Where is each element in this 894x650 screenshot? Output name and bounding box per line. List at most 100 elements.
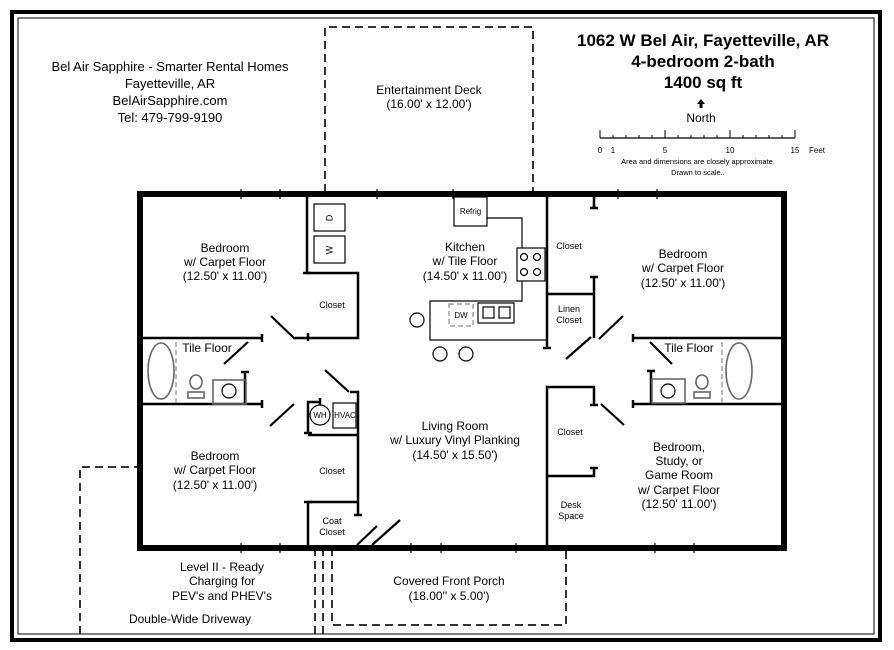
room-name: Kitchen [445,240,485,254]
scale-note-1: Area and dimensions are closely approxim… [621,157,775,166]
scale-tick-10: 10 [726,146,735,155]
room-dims: (12.50' 11.00') [641,497,716,511]
door-utility[interactable] [324,369,350,393]
door-bath-w[interactable] [223,341,249,365]
north-label: North [686,111,715,125]
room-living: Living Room w/ Luxury Vinyl Planking (14… [389,419,520,462]
dishwasher-label: DW [454,311,468,320]
inner-border [17,17,875,635]
stove-icon [516,247,546,282]
linen-closet-label-2: Closet [556,315,582,325]
room-name: Covered Front Porch [393,574,504,588]
closet-sw-label: Closet [319,466,345,476]
room-line1: Bedroom, [653,440,705,454]
room-bedroom-sw: Bedroom w/ Carpet Floor (12.50' x 11.00'… [173,449,257,492]
room-floor: w/ Carpet Floor [173,463,256,477]
interior-walls [143,197,781,545]
room-floor: w/ Carpet Floor [641,261,724,275]
water-heater-label: WH [313,411,327,420]
room-bedroom-ne: Bedroom w/ Carpet Floor (12.50' x 11.00'… [641,247,725,290]
door-linen[interactable] [565,336,592,360]
company-website[interactable]: BelAirSapphire.com [113,93,228,108]
scale-tick-1: 1 [611,146,616,155]
desk-space-label-2: Space [558,511,584,521]
bath-w-floor-label: Tile Floor [182,341,232,355]
stool-icon [432,346,448,362]
toilet-icon [187,374,205,399]
room-dims: (14.50' x 11.00') [423,269,507,283]
sink-vanity-icon [212,379,247,405]
coat-closet-label-1: Coat [322,516,342,526]
closet-se-label: Closet [557,427,583,437]
charging-line3: PEV's and PHEV's [172,589,272,603]
room-bedroom-nw: Bedroom w/ Carpet Floor (12.50' x 11.00'… [183,241,267,283]
property-area: 1400 sq ft [664,73,743,92]
room-dims: (12.50' x 11.00') [183,269,267,283]
north-arrow-icon [697,99,705,108]
toilet-icon [693,374,711,399]
refrigerator-icon [453,196,488,227]
room-kitchen: Kitchen w/ Tile Floor (14.50' x 11.00') [423,240,507,283]
refrigerator-label: Refrig [460,207,481,216]
room-name: Bedroom [191,449,240,463]
front-door-2[interactable] [371,519,401,546]
dishwasher-icon [448,303,474,327]
company-city: Fayetteville, AR [125,76,215,91]
door-bath-e[interactable] [649,341,673,365]
property-layout: 4-bedroom 2-bath [631,52,775,71]
scale-bar [599,130,796,139]
deck-name: Entertainment Deck [376,83,482,97]
scale-tick-0: 0 [598,146,603,155]
room-dims: (12.50' x 11.00') [641,276,725,290]
door-bedroom-nw[interactable] [270,315,296,340]
closet-kitchen-label: Closet [556,241,582,251]
kitchen-island-counter [429,281,547,341]
driveway-label: Double-Wide Driveway [129,612,251,626]
room-porch: Covered Front Porch (18.00'' x 5.00') [393,574,504,603]
scale-unit: Feet [809,146,826,155]
driveway-outline [79,466,138,634]
room-floor: w/ Carpet Floor [183,255,266,269]
door-bedroom-sw[interactable] [269,403,295,427]
outer-border [10,10,882,642]
room-dims: (14.50' x 15.50') [412,448,497,462]
bathtub-icon [147,342,175,400]
hvac-icon [332,402,357,429]
room-floor: w/ Luxury Vinyl Planking [389,433,520,447]
bath-e-floor-label: Tile Floor [664,341,714,355]
scale-tick-15: 15 [791,146,800,155]
scale-tick-5: 5 [663,146,668,155]
linen-closet-label-1: Linen [558,304,580,314]
property-title: 1062 W Bel Air, Fayetteville, AR 4-bedro… [577,31,829,92]
room-floor: w/ Tile Floor [432,254,498,268]
room-dims: (18.00'' x 5.00') [409,589,490,603]
stool-icon [458,346,474,362]
bathtub-icon [725,342,753,400]
room-name: Bedroom [659,247,708,261]
scale-note-2: Drawn to scale.. [671,168,725,177]
front-door-1[interactable] [356,525,378,546]
washer-label: W [325,245,335,254]
property-address: 1062 W Bel Air, Fayetteville, AR [577,31,829,50]
coat-closet-label-2: Closet [319,527,345,537]
room-name: Living Room [422,419,489,433]
charging-line1: Level II - Ready [180,560,264,574]
doors [223,315,673,546]
water-heater-icon [309,404,331,426]
desk-space-label-1: Desk [561,500,582,510]
dryer-icon [313,203,346,232]
company-phone: Tel: 479-799-9190 [118,110,223,125]
sink-vanity-icon [651,378,686,404]
door-bedroom-ne[interactable] [598,315,624,340]
door-bedroom-se[interactable] [600,403,625,426]
room-name: Bedroom [201,241,250,255]
compass: North [686,99,716,125]
charging-line2: Charging for [189,574,255,588]
room-line3: Game Room [645,468,713,482]
entertainment-deck-outline [324,26,534,192]
exterior-walls [137,191,787,551]
closet-nw-label: Closet [319,300,345,310]
washer-icon [313,235,346,264]
room-floor: w/ Carpet Floor [637,483,720,497]
